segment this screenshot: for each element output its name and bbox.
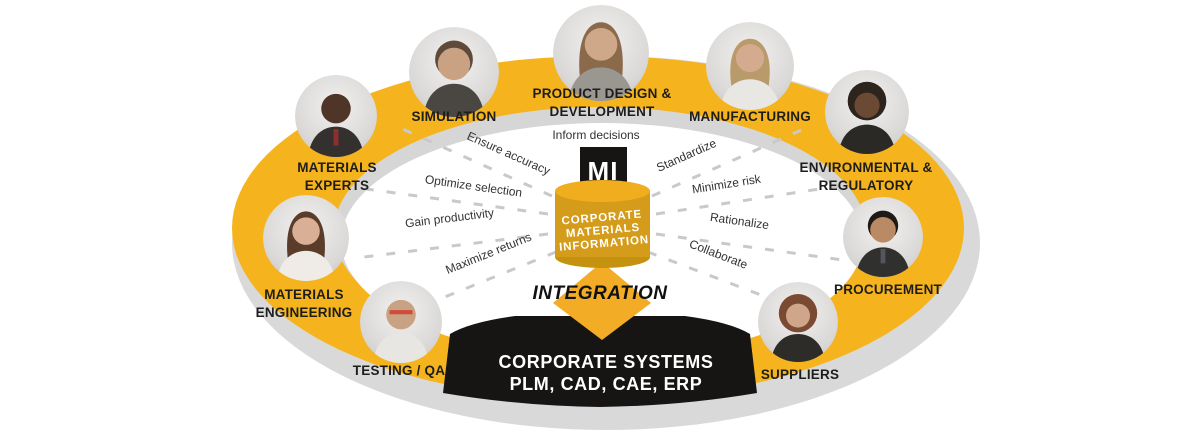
person-head	[386, 299, 416, 330]
benefit-inform-decisions: Inform decisions	[552, 128, 639, 142]
person-shoulders	[568, 67, 634, 102]
photo-manufacturing	[706, 22, 794, 110]
photo-environmental-regulatory	[825, 70, 909, 155]
cylinder-top-ellipse	[555, 180, 650, 202]
ray-gain-productivity	[355, 232, 549, 260]
person-head	[321, 93, 351, 124]
integration-label: INTEGRATION	[533, 283, 669, 304]
person-shoulders	[720, 79, 780, 110]
person-shoulders	[770, 334, 826, 363]
label-testing-qa: TESTING / QA	[353, 363, 445, 378]
label-suppliers: SUPPLIERS	[761, 367, 839, 382]
label-simulation: SIMULATION	[412, 109, 497, 124]
person-head	[735, 44, 765, 73]
benefit-rays	[351, 125, 853, 309]
label-environmental-2: REGULATORY	[819, 178, 914, 193]
ray-collaborate	[647, 250, 791, 308]
person-shoulders	[276, 250, 336, 282]
photo-testing-qa	[360, 281, 442, 363]
photo-simulation	[408, 26, 500, 118]
corporate-systems-title: CORPORATE SYSTEMS	[499, 352, 714, 372]
label-materials-engineering-2: ENGINEERING	[256, 305, 353, 320]
photo-materials-engineering	[263, 195, 349, 282]
role-labels: MATERIALS EXPERTS SIMULATION PRODUCT DES…	[256, 86, 943, 382]
person-tie	[333, 129, 339, 146]
cylinder: CORPORATE MATERIALS INFORMATION	[555, 180, 650, 268]
ray-maximize-returns	[419, 250, 557, 309]
person-tie	[880, 249, 886, 264]
label-product-design-2: DEVELOPMENT	[550, 104, 656, 119]
label-environmental-1: ENVIRONMENTAL &	[799, 160, 932, 175]
ray-standardize	[651, 126, 807, 198]
label-materials-experts-2: EXPERTS	[305, 178, 369, 193]
person-head	[292, 217, 320, 245]
label-procurement: PROCUREMENT	[834, 282, 943, 297]
cylinder-text: CORPORATE MATERIALS INFORMATION	[559, 209, 650, 254]
person-shoulders	[373, 332, 429, 363]
corporate-systems-band	[443, 316, 757, 407]
photo-product-design	[553, 4, 649, 102]
person-head	[584, 28, 618, 61]
label-materials-engineering-1: MATERIALS	[264, 287, 344, 302]
photo-materials-experts	[295, 75, 377, 157]
person-shoulders	[423, 83, 485, 118]
ray-ensure-accuracy	[397, 125, 553, 198]
integration-diamond	[553, 262, 651, 340]
person-head	[437, 47, 471, 81]
label-manufacturing: MANUFACTURING	[689, 109, 811, 124]
person-head	[854, 92, 880, 118]
photo-procurement	[843, 197, 923, 278]
person-head	[786, 303, 810, 328]
photo-suppliers	[758, 282, 838, 363]
corporate-systems-subtitle: PLM, CAD, CAE, ERP	[510, 374, 703, 394]
label-materials-experts-1: MATERIALS	[297, 160, 377, 175]
label-product-design-1: PRODUCT DESIGN &	[533, 86, 672, 101]
person-shoulders	[838, 124, 896, 155]
person-head	[870, 217, 896, 243]
